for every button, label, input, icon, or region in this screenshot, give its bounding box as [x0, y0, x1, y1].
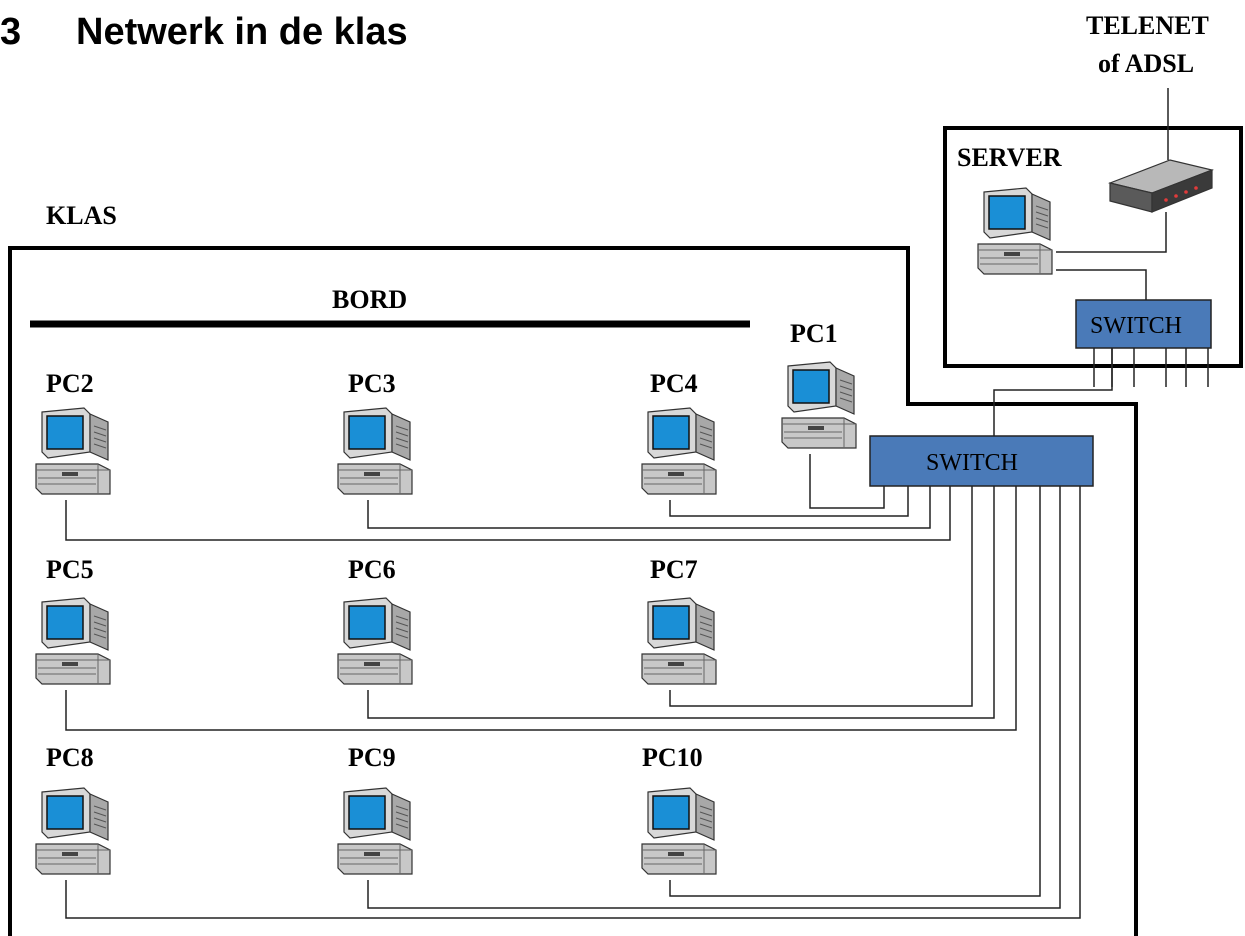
server-switch: SWITCH	[1075, 299, 1212, 349]
pc7-label: PC7	[650, 555, 698, 584]
pc2-label: PC2	[46, 369, 94, 398]
class-switch: SWITCH	[869, 435, 1094, 487]
internet-label-line1: TELENET	[1086, 11, 1209, 40]
pc9: PC9	[337, 743, 413, 875]
internet-label-line2: of ADSL	[1098, 49, 1194, 78]
pc1: PC1	[781, 319, 857, 449]
pc7: PC7	[641, 555, 717, 685]
whiteboard-label: BORD	[332, 285, 407, 314]
pc1-label: PC1	[790, 319, 838, 348]
pc3-label: PC3	[348, 369, 396, 398]
pc4: PC4	[641, 369, 717, 495]
pc3: PC3	[337, 369, 413, 495]
pc2: PC2	[35, 369, 111, 495]
pc4-label: PC4	[650, 369, 698, 398]
pc10: PC10	[641, 743, 717, 875]
server-switch-label: SWITCH	[1090, 313, 1182, 339]
pc5-label: PC5	[46, 555, 94, 584]
modem-icon	[1107, 159, 1215, 213]
pc6-label: PC6	[348, 555, 396, 584]
pc9-label: PC9	[348, 743, 396, 772]
pc8-label: PC8	[46, 743, 94, 772]
pc10-label: PC10	[642, 743, 703, 772]
classroom-outline	[8, 246, 1138, 936]
classroom-wiring	[65, 454, 1081, 919]
pc6: PC6	[337, 555, 413, 685]
server-computer-icon	[977, 187, 1053, 275]
section-title: Netwerk in de klas	[76, 11, 408, 53]
pc8: PC8	[35, 743, 111, 875]
classroom-label: KLAS	[46, 201, 117, 230]
pc5: PC5	[35, 555, 111, 685]
server-label: SERVER	[957, 143, 1062, 172]
section-number: 3	[0, 11, 21, 53]
server-wiring	[993, 88, 1169, 436]
class-switch-label: SWITCH	[926, 450, 1018, 476]
server-room-outline	[943, 126, 1243, 368]
